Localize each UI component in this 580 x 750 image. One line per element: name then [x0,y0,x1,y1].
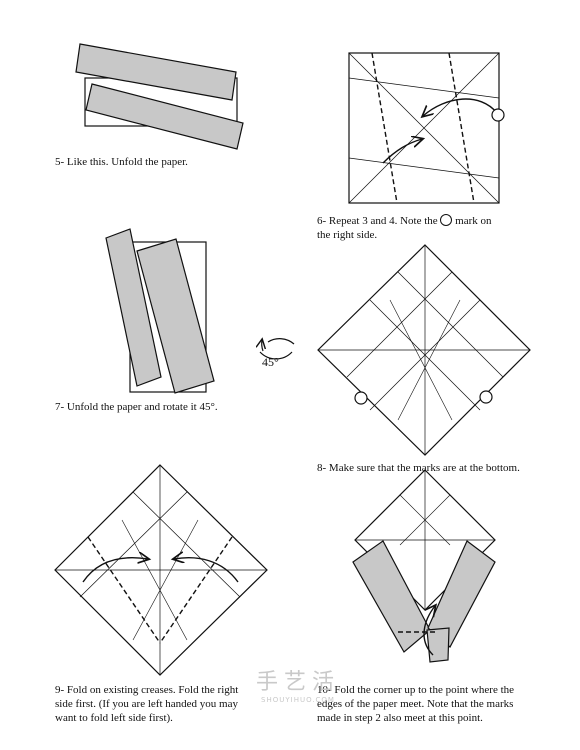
step-8-caption: 8- Make sure that the marks are at the b… [317,462,520,474]
upper-folded-strip [75,43,237,101]
step-6-figure [348,52,505,204]
dashed-crease-right [448,52,475,204]
rotate-45-label: 45° [262,355,279,369]
step-10-caption: 10- Fold the corner up to the point wher… [317,683,514,725]
fold-up-arrow [423,606,435,656]
step-8-figure [317,244,531,456]
step-9-caption-line1: 9- Fold on existing creases. Fold the ri… [55,684,239,696]
fold-arrow-right [423,98,498,116]
step-10-caption-line1: 10- Fold the corner up to the point wher… [317,684,515,696]
dashed-crease-right [159,536,233,644]
bottom-corner-flap [426,627,450,663]
watermark-url: SHOUYIHUO.COM [261,696,335,704]
rotate-45-icon [260,339,295,360]
step-5-figure [75,43,244,150]
fold-arrow-left [382,139,422,164]
step-10-caption-line3: made in step 2 also meet at this point. [317,712,483,724]
circle-mark-icon [440,214,453,226]
dashed-crease-left [371,52,398,204]
left-folded-strip [105,228,162,387]
step-7-caption: 7- Unfold the paper and rotate it 45°. [55,401,218,413]
fold-arrow-left [82,558,148,583]
right-folded-flap [427,540,496,648]
watermark: 手艺活 SHOUYIHUO.COM [243,664,353,704]
step-6-caption: 6- Repeat 3 and 4. Note the mark on the … [317,214,492,242]
step-10-figure [352,469,496,663]
step-7-figure [105,228,215,394]
mark-circle-icon [491,108,505,122]
fold-arrow-right [174,558,239,583]
lower-folded-strip [85,83,244,150]
step-6-caption-part1: 6- Repeat 3 and 4. Note the [317,215,438,227]
step-5-caption: 5- Like this. Unfold the paper. [55,156,188,168]
dashed-crease-left [87,536,161,644]
mark-circle-icon [479,390,493,404]
step-10-caption-line2: edges of the paper meet. Note that the m… [317,698,514,710]
step-6-caption-part2: mark on [455,215,492,227]
step-9-caption-line3: want to fold left side first). [55,712,173,724]
step-9-caption: 9- Fold on existing creases. Fold the ri… [55,683,238,725]
step-9-caption-line2: side first. (If you are left handed you … [55,698,238,710]
mark-circle-icon [354,391,368,405]
right-folded-strip [136,238,215,394]
step-6-caption-line2: the right side. [317,229,378,241]
step-9-figure [54,464,268,676]
watermark-logo-text: 手艺活 [255,670,340,695]
